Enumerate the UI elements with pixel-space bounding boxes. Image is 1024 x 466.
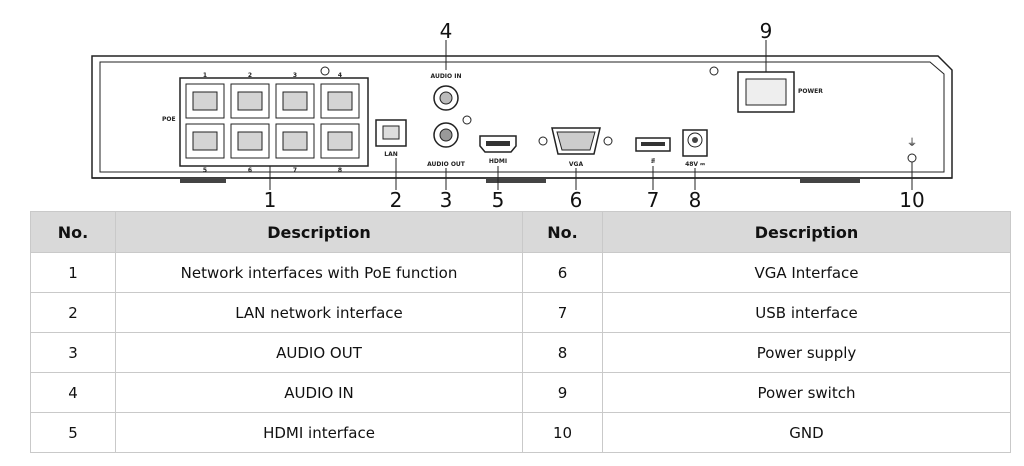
poe-port-number: 4 (338, 72, 342, 79)
column-header-no: No. (522, 211, 603, 253)
cell-no: 5 (30, 412, 116, 453)
callout-lines (269, 40, 913, 190)
svg-text:⭿: ⭿ (651, 158, 655, 165)
poe-port (320, 83, 360, 119)
poe-port (185, 83, 225, 119)
callout-9: 9 (760, 19, 773, 43)
poe-port-number: 7 (293, 167, 297, 174)
callout-7: 7 (647, 188, 660, 210)
poe-port-number: 1 (203, 72, 207, 79)
cell-no: 6 (522, 252, 603, 293)
poe-port (230, 83, 270, 119)
poe-port-number: 3 (293, 72, 297, 79)
poe-port (185, 123, 225, 159)
cell-no: 8 (522, 332, 603, 373)
poe-port-number: 8 (338, 167, 342, 174)
callout-2: 2 (390, 188, 403, 210)
poe-port-block: POE 1 2 3 4 5 6 7 8 (162, 72, 369, 174)
callout-8: 8 (689, 188, 702, 210)
cell-no: 10 (522, 412, 603, 453)
vga-port: VGA (538, 127, 613, 168)
screw-hole-icon (709, 66, 719, 76)
rear-panel-diagram: POE 1 2 3 4 5 6 7 8 LAN AUDIO IN AUDIO OUT HDMI… (91, 19, 953, 210)
audio-out-jack: AUDIO OUT (427, 122, 466, 168)
cell-no: 7 (522, 292, 603, 333)
cell-description: AUDIO IN (115, 372, 523, 413)
svg-text:⏚: ⏚ (907, 137, 917, 149)
cell-no: 4 (30, 372, 116, 413)
ground-terminal: ⏚ (907, 137, 917, 163)
dc-power-jack: 48V ⎓ (682, 129, 708, 168)
column-header-description: Description (602, 211, 1011, 253)
cell-no: 1 (30, 252, 116, 293)
cell-description: Power supply (602, 332, 1011, 373)
cell-description: Network interfaces with PoE function (115, 252, 523, 293)
poe-port (275, 123, 315, 159)
cell-description: AUDIO OUT (115, 332, 523, 373)
usb-port: ⭿ (635, 137, 671, 165)
poe-port (230, 123, 270, 159)
svg-text:AUDIO IN: AUDIO IN (431, 73, 462, 80)
poe-port (275, 83, 315, 119)
column-header-description: Description (115, 211, 523, 253)
cell-no: 3 (30, 332, 116, 373)
svg-text:VGA: VGA (569, 161, 584, 168)
lan-port: LAN (375, 119, 407, 158)
callout-4: 4 (440, 19, 453, 43)
callout-10: 10 (899, 188, 924, 210)
svg-text:48V ⎓: 48V ⎓ (685, 161, 705, 168)
cell-description: HDMI interface (115, 412, 523, 453)
svg-text:LAN: LAN (384, 151, 398, 158)
poe-port (320, 123, 360, 159)
table-header-row: No. Description No. Description (30, 211, 1011, 253)
power-switch: POWER (737, 71, 823, 113)
cell-description: VGA Interface (602, 252, 1011, 293)
cell-no: 2 (30, 292, 116, 333)
hdmi-port: HDMI (479, 135, 517, 165)
callout-1: 1 (264, 188, 277, 210)
svg-text:AUDIO OUT: AUDIO OUT (427, 161, 466, 168)
audio-in-jack: AUDIO IN (431, 73, 472, 125)
cell-description: GND (602, 412, 1011, 453)
rubber-feet (180, 178, 860, 183)
screw-hole-icon (320, 66, 330, 76)
poe-port-number: 2 (248, 72, 252, 79)
cell-description: USB interface (602, 292, 1011, 333)
callout-6: 6 (570, 188, 583, 210)
svg-text:POE: POE (162, 116, 176, 123)
cell-description: Power switch (602, 372, 1011, 413)
column-header-no: No. (30, 211, 116, 253)
callout-5: 5 (492, 188, 505, 210)
svg-text:HDMI: HDMI (489, 158, 507, 165)
cell-no: 9 (522, 372, 603, 413)
poe-port-number: 5 (203, 167, 207, 174)
cell-description: LAN network interface (115, 292, 523, 333)
poe-port-number: 6 (248, 167, 252, 174)
callout-3: 3 (440, 188, 453, 210)
svg-text:POWER: POWER (798, 88, 823, 95)
